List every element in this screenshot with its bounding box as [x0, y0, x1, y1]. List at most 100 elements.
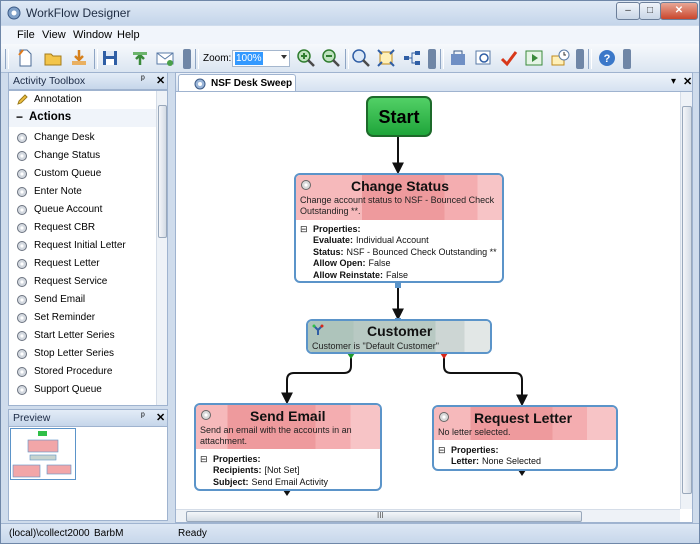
toolbar-grip — [193, 47, 199, 71]
scroll-thumb[interactable] — [158, 105, 167, 238]
status-state: Ready — [178, 528, 207, 539]
scroll-thumb[interactable] — [682, 106, 692, 494]
start-node[interactable]: Start — [366, 96, 432, 137]
pin-icon[interactable]: ᵖ — [141, 74, 145, 85]
zoom-in-icon[interactable] — [296, 48, 316, 68]
menu-window[interactable]: Window — [73, 29, 113, 41]
send-email-node[interactable]: Send Email Send an email with the accoun… — [194, 403, 382, 491]
find-icon[interactable] — [474, 48, 494, 68]
collapse-icon[interactable]: − — [16, 110, 24, 124]
zoom-select[interactable]: 100% — [232, 50, 290, 67]
validate-icon[interactable] — [499, 48, 519, 68]
toolbox-item[interactable]: Stored Procedure — [9, 363, 157, 381]
toolbar-overflow-chevron[interactable] — [576, 49, 584, 69]
toolbox-item-label: Annotation — [34, 94, 82, 105]
toolbox-item-label: Support Queue — [34, 384, 102, 395]
zoom-out-icon[interactable] — [321, 48, 341, 68]
node-title: Send Email — [250, 408, 326, 424]
document-tabstrip: NSF Desk Sweep ▾ ✕ — [175, 72, 693, 93]
menu-view[interactable]: View — [42, 29, 66, 41]
property-value: NSF - Bounced Check Outstanding ** — [346, 246, 497, 257]
gear-icon — [17, 385, 27, 395]
toolbox-item[interactable]: Enter Note — [9, 183, 157, 201]
toolbox-item[interactable]: Stop Letter Series — [9, 345, 157, 363]
property-key: Allow Reinstate: — [313, 269, 384, 280]
request-letter-node[interactable]: Request Letter No letter selected. ⊟ Pro… — [432, 405, 618, 471]
zoom-fit-icon[interactable] — [376, 48, 396, 68]
pin-icon[interactable]: ᵖ — [141, 411, 145, 422]
property-row: Subject:Send Email Activity — [213, 477, 328, 487]
toolbar-overflow-chevron[interactable] — [183, 49, 191, 69]
workflow-thumbnail[interactable] — [10, 428, 76, 480]
toolbox-item[interactable]: Request Initial Letter — [9, 237, 157, 255]
toolbar-separator — [92, 47, 98, 71]
menu-file[interactable]: File — [17, 29, 35, 41]
toolbox-item[interactable]: Queue Account — [9, 201, 157, 219]
designer-canvas[interactable]: Start Change Status Change account statu… — [175, 91, 693, 523]
zoom-actual-icon[interactable] — [351, 48, 371, 68]
toolbox-item[interactable]: Custom Queue — [9, 165, 157, 183]
toolbox-item[interactable]: Send Email — [9, 291, 157, 309]
toolbox-item-annotation[interactable]: Annotation — [9, 91, 157, 109]
property-key: Letter: — [451, 456, 480, 466]
customer-node[interactable]: Customer Customer is "Default Customer" — [306, 319, 492, 354]
chevron-down-icon[interactable] — [281, 55, 287, 59]
toolbox-item[interactable]: Support Queue — [9, 381, 157, 399]
layout-icon[interactable] — [402, 48, 422, 68]
gear-icon — [17, 241, 27, 251]
canvas-vertical-scrollbar[interactable] — [680, 92, 692, 509]
toolbox-scrollbar[interactable] — [156, 91, 167, 405]
change-status-node[interactable]: Change Status Change account status to N… — [294, 173, 504, 283]
close-tab-icon[interactable]: ✕ — [683, 76, 693, 88]
collapse-toggle-icon[interactable]: ⊟ — [300, 224, 308, 234]
close-icon[interactable]: ✕ — [156, 75, 166, 87]
menu-help[interactable]: Help — [117, 29, 140, 41]
run-icon[interactable] — [524, 48, 544, 68]
help-icon[interactable]: ? — [597, 48, 617, 68]
gear-icon — [17, 205, 27, 215]
toolbox-item[interactable]: Start Letter Series — [9, 327, 157, 345]
toolbox-item[interactable]: Set Reminder — [9, 309, 157, 327]
toolbar-overflow-chevron[interactable] — [623, 49, 631, 69]
collapse-toggle-icon[interactable]: ⊟ — [438, 445, 446, 455]
toolbox-item[interactable]: Request Service — [9, 273, 157, 291]
close-icon[interactable]: ✕ — [156, 412, 166, 424]
toolbar-overflow-chevron[interactable] — [428, 49, 436, 69]
properties-label: Properties: — [213, 454, 261, 464]
property-key: Allow Open: — [313, 258, 366, 268]
gear-icon — [17, 169, 27, 179]
toolbox-item[interactable]: Change Desk — [9, 129, 157, 147]
import-icon[interactable] — [69, 48, 89, 68]
maximize-button[interactable]: □ — [639, 2, 661, 20]
tab-nsf-desk-sweep[interactable]: NSF Desk Sweep — [178, 74, 296, 93]
schedule-icon[interactable] — [550, 48, 570, 68]
send-icon[interactable] — [155, 48, 175, 68]
gear-icon — [17, 259, 27, 269]
toolbox-item[interactable]: Request Letter — [9, 255, 157, 273]
toolbar-grip — [438, 47, 444, 71]
toolbox-item-label: Queue Account — [34, 204, 103, 215]
save-icon[interactable] — [100, 48, 120, 68]
gear-icon — [17, 331, 27, 341]
export-icon[interactable] — [130, 48, 150, 68]
tab-label: NSF Desk Sweep — [211, 78, 293, 89]
toolbox-item-label: Send Email — [34, 294, 86, 305]
collapse-toggle-icon[interactable]: ⊟ — [200, 454, 208, 464]
minimize-button[interactable]: – — [616, 2, 640, 20]
canvas-horizontal-scrollbar[interactable]: III — [176, 509, 680, 522]
close-window-button[interactable]: ✕ — [660, 2, 698, 20]
property-value: False — [368, 258, 391, 268]
properties-icon[interactable] — [448, 48, 468, 68]
toolbox-item[interactable]: Request CBR — [9, 219, 157, 237]
toolbox-section-actions[interactable]: − Actions — [9, 109, 157, 127]
start-label: Start — [378, 107, 420, 127]
property-key: Evaluate: — [313, 235, 354, 245]
gear-icon — [17, 349, 27, 359]
scroll-thumb[interactable]: III — [186, 511, 582, 522]
toolbox-item-label: Custom Queue — [34, 168, 102, 179]
tab-menu-arrow[interactable]: ▾ — [671, 76, 677, 87]
toolbox-item[interactable]: Change Status — [9, 147, 157, 165]
new-document-icon[interactable] — [15, 48, 35, 68]
node-header — [308, 321, 490, 352]
open-folder-icon[interactable] — [43, 48, 63, 68]
